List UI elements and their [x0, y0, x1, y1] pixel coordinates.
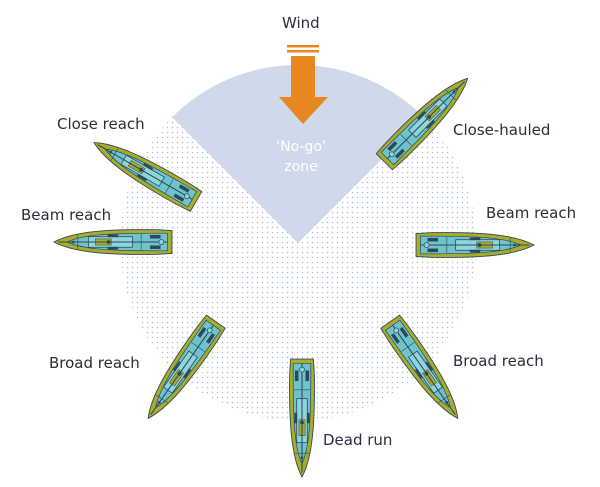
wind-arrow	[279, 45, 328, 124]
wind-label: Wind	[282, 14, 320, 32]
close-reach-left-label: Close reach	[57, 115, 145, 133]
beam-reach-right-label: Beam reach	[486, 204, 577, 222]
broad-reach-right-label: Broad reach	[453, 352, 544, 370]
boat-dead-run	[288, 358, 316, 478]
no-go-zone-label-line2: zone	[284, 159, 318, 175]
boat-beam-reach-left	[53, 228, 173, 256]
dead-run-label: Dead run	[323, 431, 393, 449]
boat-beam-reach-right	[415, 231, 535, 259]
close-hauled-label: Close-hauled	[453, 121, 551, 139]
no-go-zone-label-line1: ‘No-go’	[275, 139, 327, 155]
broad-reach-left-label: Broad reach	[49, 354, 140, 372]
beam-reach-left-label: Beam reach	[21, 206, 112, 224]
